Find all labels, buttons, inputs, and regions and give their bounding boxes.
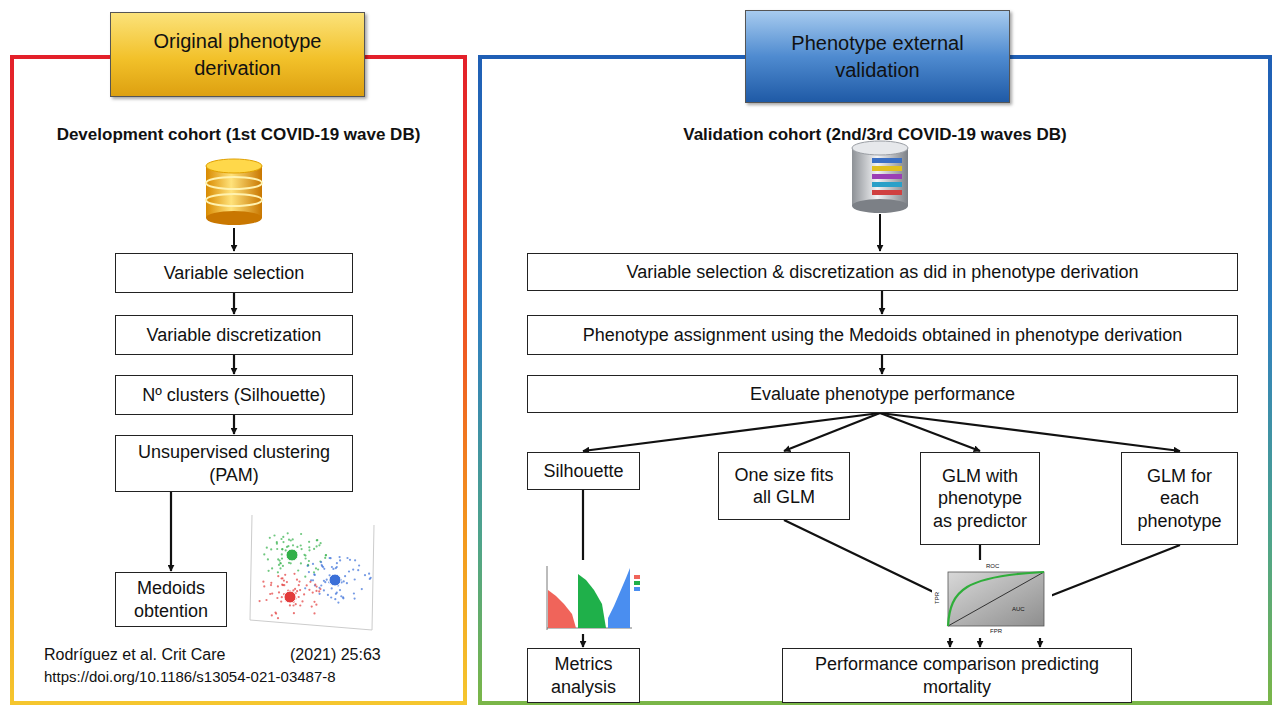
process-box: Medoids obtention [115,572,227,627]
process-box: Phenotype assignment using the Medoids o… [527,315,1238,355]
flow-arrow [881,291,883,314]
box-text: Variable discretization [147,324,322,347]
process-box: One size fits all GLM [718,452,850,520]
icon-arrow [233,228,235,251]
process-box: Silhouette [527,452,640,490]
panel-heading: Development cohort (1st COVID-19 wave DB… [14,125,463,145]
process-box: Metrics analysis [527,648,640,703]
citation-text: Rodríguez et al. Crit Care [44,646,225,664]
database-icon [852,141,908,213]
box-text: Silhouette [543,460,623,483]
citation-text: (2021) 25:63 [290,646,381,664]
citation-text: https://doi.org/10.1186/s13054-021-03487… [44,668,336,685]
section-header: Original phenotype derivation [110,12,365,97]
process-box: Evaluate phenotype performance [527,375,1238,413]
box-text: Variable selection & discretization as d… [627,261,1139,284]
header-text: Original phenotype derivation [121,28,354,82]
process-box: Variable selection & discretization as d… [527,253,1238,291]
box-text: Variable selection [164,262,305,285]
derivation-panel: Development cohort (1st COVID-19 wave DB… [10,55,467,705]
box-text: Metrics analysis [534,653,633,698]
flow-arrow [881,355,883,374]
silhouette-chart [543,560,643,634]
flow-arrow [233,293,235,314]
roc-chart [932,560,1052,638]
panel-heading: Validation cohort (2nd/3rd COVID-19 wave… [482,125,1268,145]
box-text: Nº clusters (Silhouette) [142,384,326,407]
process-box: Nº clusters (Silhouette) [115,375,353,415]
process-box: Variable selection [115,253,353,293]
process-box: Variable discretization [115,315,353,355]
box-text: GLM for each phenotype [1128,465,1231,533]
process-box: GLM for each phenotype [1121,452,1238,545]
box-text: Medoids obtention [122,577,220,622]
flow-arrow [880,413,1180,451]
flow-arrow [170,492,172,571]
validation-panel: Validation cohort (2nd/3rd COVID-19 wave… [478,55,1272,705]
flow-arrow [1040,545,1180,647]
flow-arrow [233,415,235,434]
box-text: Phenotype assignment using the Medoids o… [583,324,1182,347]
process-box: Performance comparison predicting mortal… [782,648,1132,703]
chart-axis-label: AUC [1012,606,1025,612]
cluster-scatter-plot [240,508,378,636]
box-text: Evaluate phenotype performance [750,383,1015,406]
chart-axis-label: TPR [934,592,940,604]
flow-arrow [784,413,880,451]
box-text: GLM with phenotype as predictor [927,465,1033,533]
chart-axis-label: ROC [986,563,999,569]
flow-arrow [583,413,880,451]
icon-arrow [879,214,881,251]
box-text: Performance comparison predicting mortal… [789,653,1125,698]
process-box: Unsupervised clustering (PAM) [115,435,353,492]
header-text: Phenotype external validation [756,30,999,84]
box-text: Unsupervised clustering (PAM) [122,441,346,486]
box-text: One size fits all GLM [725,464,843,509]
flow-arrow [233,355,235,374]
section-header: Phenotype external validation [745,10,1010,103]
database-icon [206,159,262,225]
process-box: GLM with phenotype as predictor [920,452,1040,545]
chart-axis-label: FPR [990,628,1002,634]
